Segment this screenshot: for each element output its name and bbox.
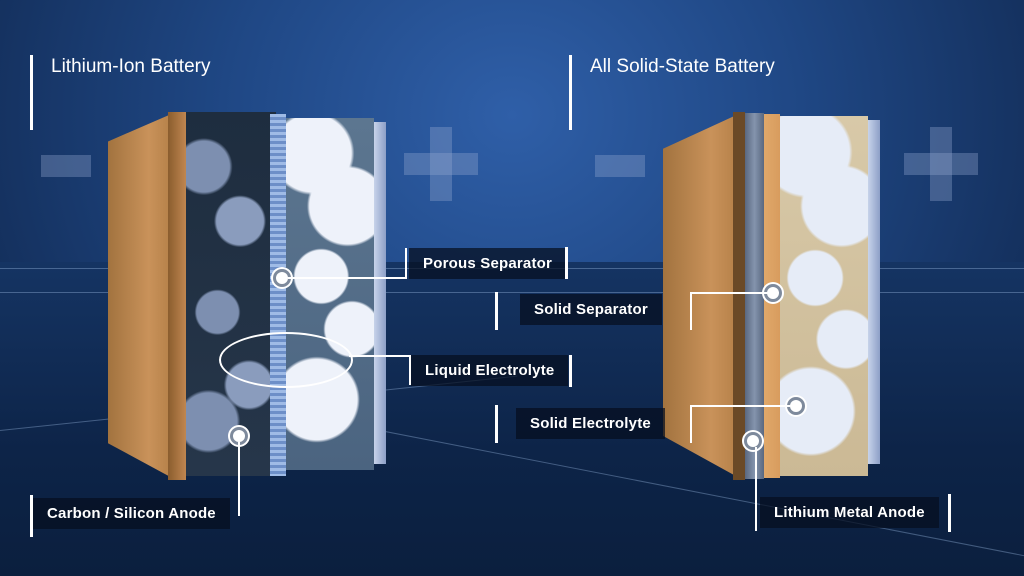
solid-separator-leader bbox=[690, 292, 692, 330]
porous-separator-layer bbox=[270, 114, 286, 476]
lithium-metal-anode-layer bbox=[745, 113, 764, 479]
liquid-electrolyte-leader bbox=[349, 355, 409, 357]
solid-electrolyte-dot bbox=[790, 400, 802, 412]
casing-side bbox=[663, 112, 743, 480]
plus-icon bbox=[930, 127, 952, 201]
porous-separator-leader bbox=[288, 277, 406, 279]
liquid-electrolyte-leader bbox=[409, 355, 411, 385]
lithium-anode-leader bbox=[755, 447, 757, 531]
liquid-electrolyte-label: Liquid Electrolyte bbox=[411, 355, 569, 386]
solid-electrolyte-cathode-layer bbox=[780, 116, 868, 476]
plus-icon-h bbox=[904, 153, 978, 175]
cathode-collector bbox=[374, 122, 386, 464]
solid-electrolyte-leader bbox=[690, 405, 790, 407]
carbon-silicon-anode-layer bbox=[186, 112, 276, 476]
plus-icon bbox=[430, 127, 452, 201]
anode-dot bbox=[233, 430, 245, 442]
liquid-electrolyte-marker bbox=[219, 332, 353, 388]
minus-icon bbox=[41, 155, 91, 177]
label-bar bbox=[948, 494, 951, 532]
plus-icon-h bbox=[404, 153, 478, 175]
carbon-silicon-anode-label: Carbon / Silicon Anode bbox=[33, 498, 230, 529]
lithium-ion-title: Lithium-Ion Battery bbox=[51, 56, 211, 77]
solid-separator-leader bbox=[690, 292, 768, 294]
title-bar bbox=[569, 55, 572, 130]
cathode-layer bbox=[286, 118, 374, 470]
cathode-collector bbox=[868, 120, 880, 464]
porous-separator-leader bbox=[405, 248, 407, 279]
label-bar bbox=[495, 405, 498, 443]
label-bar bbox=[495, 292, 498, 330]
solid-electrolyte-leader bbox=[690, 405, 692, 443]
solid-separator-label: Solid Separator bbox=[520, 294, 662, 325]
minus-icon bbox=[595, 155, 645, 177]
anode-collector bbox=[168, 112, 186, 480]
label-bar bbox=[565, 247, 568, 279]
grid-line bbox=[0, 292, 1024, 293]
casing-side bbox=[108, 112, 176, 480]
porous-separator-label: Porous Separator bbox=[409, 248, 567, 279]
anode-leader bbox=[238, 442, 240, 516]
lithium-metal-anode-label: Lithium Metal Anode bbox=[760, 497, 939, 528]
porous-separator-dot bbox=[276, 272, 288, 284]
label-bar bbox=[30, 495, 33, 537]
solid-electrolyte-label: Solid Electrolyte bbox=[516, 408, 665, 439]
title-bar bbox=[30, 55, 33, 130]
lithium-anode-dot bbox=[747, 435, 759, 447]
solid-state-title: All Solid-State Battery bbox=[590, 56, 775, 77]
solid-separator-dot bbox=[767, 287, 779, 299]
label-bar bbox=[569, 355, 572, 387]
anode-collector bbox=[733, 112, 745, 480]
